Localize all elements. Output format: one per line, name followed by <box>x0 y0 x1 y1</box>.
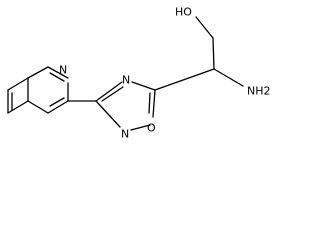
pyridine-ring <box>7 66 69 114</box>
oxadiazole-n3-label: N <box>122 74 130 87</box>
molecule-structure: HO NH2 N N N O <box>7 6 271 141</box>
bond <box>101 86 124 102</box>
side-chain <box>154 16 244 91</box>
bond <box>152 89 156 118</box>
amine-label: NH2 <box>247 85 271 98</box>
bond <box>95 100 121 128</box>
pyridine-nitrogen-label: N <box>59 64 67 77</box>
oxadiazole-n2-label: N <box>121 128 129 141</box>
bond <box>47 100 69 114</box>
bond <box>148 92 151 114</box>
oxadiazole-oxygen-label: O <box>147 122 156 135</box>
bond <box>130 124 151 131</box>
hydroxyl-label: HO <box>175 6 192 19</box>
oxadiazole-ring <box>95 81 156 131</box>
bond <box>212 37 215 70</box>
bond <box>49 72 65 82</box>
bond <box>7 77 29 91</box>
bond <box>154 68 215 91</box>
bond <box>131 81 156 91</box>
bond <box>195 16 214 39</box>
bond <box>27 100 49 114</box>
bond <box>47 66 69 79</box>
bond <box>95 81 123 102</box>
bond <box>49 97 65 107</box>
bond <box>27 66 49 79</box>
bond <box>7 100 29 114</box>
bond <box>213 68 244 87</box>
